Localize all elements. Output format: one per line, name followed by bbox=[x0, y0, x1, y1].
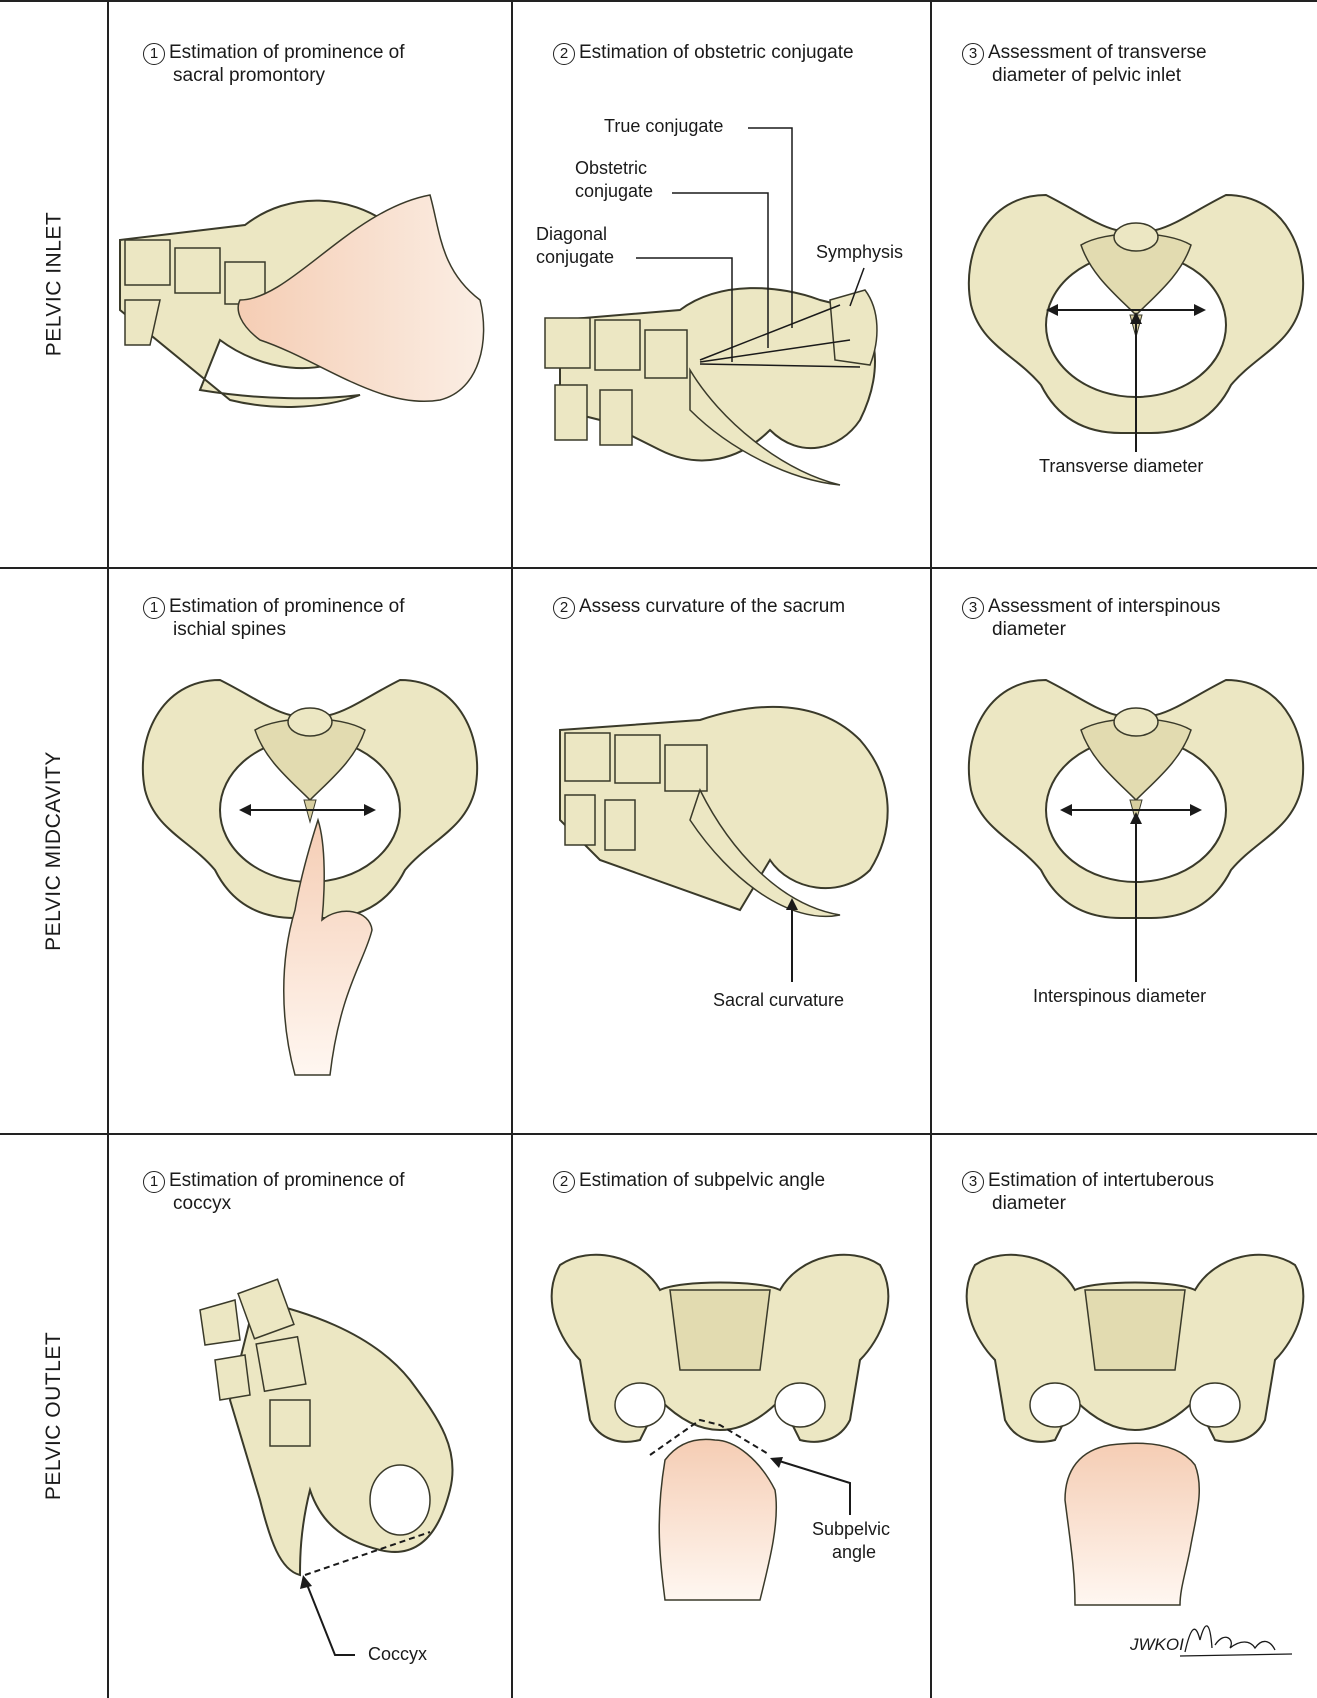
illustration-intertuberous bbox=[967, 1255, 1304, 1605]
label-interspinous-diameter: Interspinous diameter bbox=[1033, 986, 1206, 1007]
signature: JWKOI bbox=[1129, 1626, 1292, 1656]
label-diagonal-conjugate-1: Diagonal bbox=[536, 224, 607, 245]
label-subpelvic-angle-2: angle bbox=[832, 1542, 876, 1563]
illustration-coccyx bbox=[200, 1279, 453, 1655]
illustration-sacral-curvature bbox=[560, 707, 888, 982]
label-coccyx: Coccyx bbox=[368, 1644, 427, 1665]
label-true-conjugate: True conjugate bbox=[604, 116, 723, 137]
label-symphysis: Symphysis bbox=[816, 242, 903, 263]
label-subpelvic-angle-1: Subpelvic bbox=[812, 1519, 890, 1540]
illustration-sacral-promontory bbox=[120, 195, 484, 407]
label-sacral-curvature: Sacral curvature bbox=[713, 990, 844, 1011]
svg-text:JWKOI: JWKOI bbox=[1129, 1635, 1184, 1654]
label-diagonal-conjugate-2: conjugate bbox=[536, 247, 614, 268]
label-obstetric-conjugate-2: conjugate bbox=[575, 181, 653, 202]
label-transverse-diameter: Transverse diameter bbox=[1039, 456, 1203, 477]
label-obstetric-conjugate-1: Obstetric bbox=[575, 158, 647, 179]
